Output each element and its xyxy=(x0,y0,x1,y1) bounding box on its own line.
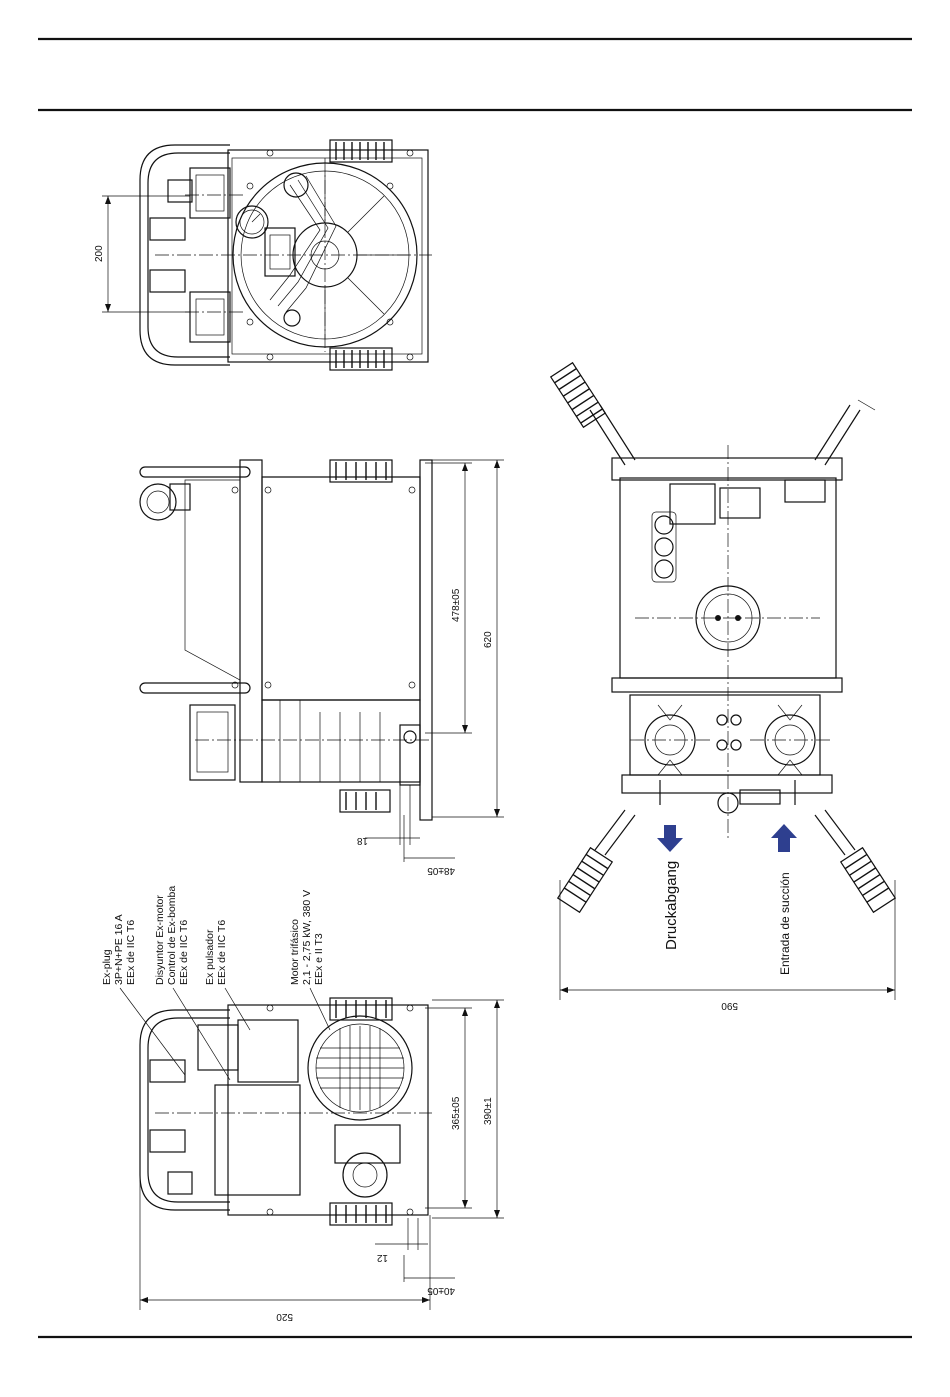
top-view xyxy=(102,140,432,370)
callout-pulser-line2: EEx de IIC T6 xyxy=(216,920,228,985)
outlet-arrow-icon xyxy=(657,825,683,852)
flow-label-inlet: Entrada de succión xyxy=(778,872,792,975)
grip-top-left xyxy=(551,363,605,427)
callout-plug-line1: Ex-plug xyxy=(101,949,113,985)
callout-pulser-line1: Ex pulsador xyxy=(204,929,216,985)
inlet-arrow-icon xyxy=(771,824,797,852)
dim-side-offset: 18 xyxy=(356,835,368,846)
callout-plug-line3: EEx de IIC T6 xyxy=(125,920,137,985)
callout-plug-line2: 3P+N+PE 16 A xyxy=(113,914,125,985)
side-view xyxy=(140,460,504,862)
dim-top-view-width: 200 xyxy=(94,245,105,262)
dim-side-length-total: 620 xyxy=(483,631,494,648)
callout-breaker-line2: Control de Ex-bomba xyxy=(166,886,178,985)
front-view xyxy=(551,363,895,1000)
dim-bottom-inner: 365±05 xyxy=(451,1096,462,1130)
dim-bottom-total: 390±1 xyxy=(483,1097,494,1125)
flow-label-outlet: Druckabgang xyxy=(663,861,680,950)
dim-front-width: 590 xyxy=(721,1000,738,1011)
dim-bottom-width: 520 xyxy=(276,1311,293,1322)
callout-motor-line3: EEx e II T3 xyxy=(313,933,325,985)
callout-motor-line1: Motor trifásico xyxy=(289,919,301,985)
callout-motor-line2: 2,1 - 2,75 kW, 380 V xyxy=(301,890,313,985)
bottom-view xyxy=(120,988,504,1310)
dim-bottom-offset: 12 xyxy=(376,1252,388,1263)
dim-side-foot: 48±05 xyxy=(427,865,455,876)
callout-breaker-line1: Disyuntor Ex-motor xyxy=(154,895,166,985)
callout-breaker-line3: EEx de IIC T6 xyxy=(178,920,190,985)
dim-side-length-inner: 478±05 xyxy=(451,588,462,622)
dim-bottom-foot: 40±05 xyxy=(427,1285,455,1296)
